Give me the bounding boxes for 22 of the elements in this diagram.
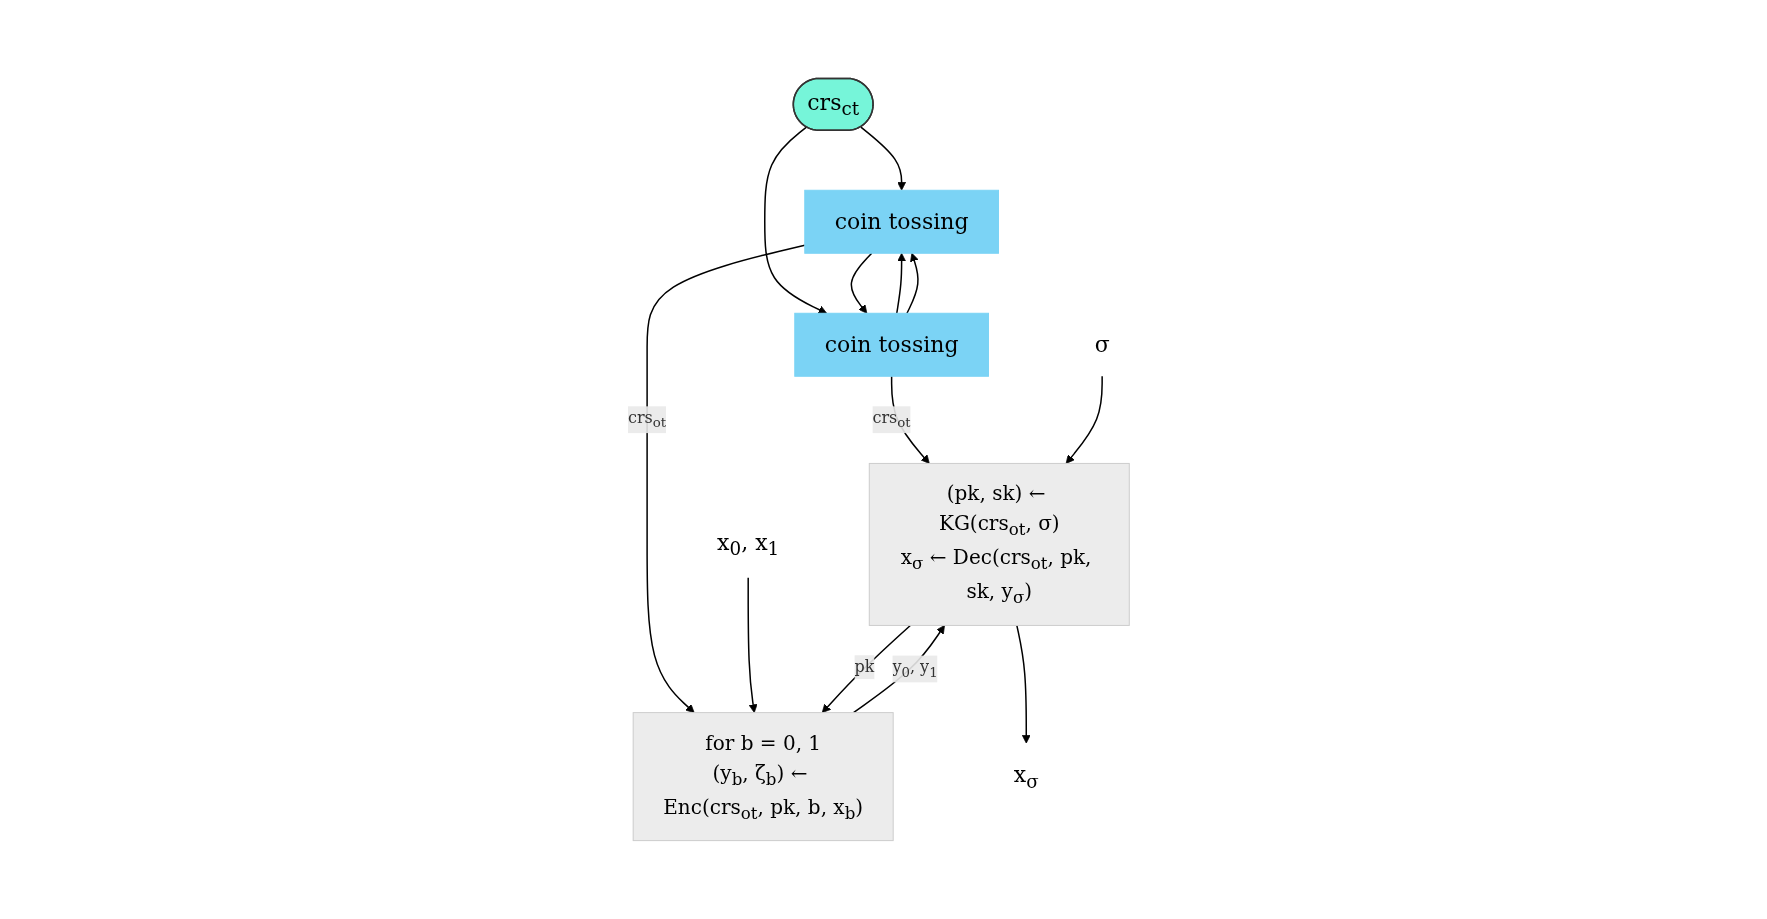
arrow (905, 252, 919, 314)
edge-label: crs$_{ot}$ (872, 408, 911, 431)
node-text: x$_{0}$, x$_{1}$ (716, 530, 779, 560)
arrow (646, 244, 806, 713)
edge-label: pk (854, 657, 875, 677)
arrow (763, 126, 827, 314)
node-text: σ (1094, 332, 1110, 358)
arrow (747, 577, 758, 713)
node-box: coin tossing (793, 312, 989, 377)
arrow (850, 252, 873, 314)
arrow (895, 252, 906, 314)
arrow (1065, 375, 1103, 464)
node-text: x$_{σ}$ (1013, 762, 1039, 792)
arrow (852, 625, 945, 714)
node-box: for b = 0, 1 (y$_{b}$, ζ$_{b}$) ← Enc(crs$_{ot}$, pk, b, x$_{b}$) (632, 712, 894, 842)
arrow (859, 126, 906, 191)
edge-label: crs$_{ot}$ (627, 408, 666, 431)
arrow (1015, 624, 1031, 744)
node-box: coin tossing (803, 189, 999, 254)
edge-label: y$_{0}$, y$_{1}$ (892, 657, 938, 680)
node-box: (pk, sk) ← KG(crs$_{ot}$, σ) x$_{σ}$ ← Dec(crs$_{ot}$, pk, sk, y$_{σ}$) (868, 462, 1130, 626)
arrow (821, 624, 911, 713)
